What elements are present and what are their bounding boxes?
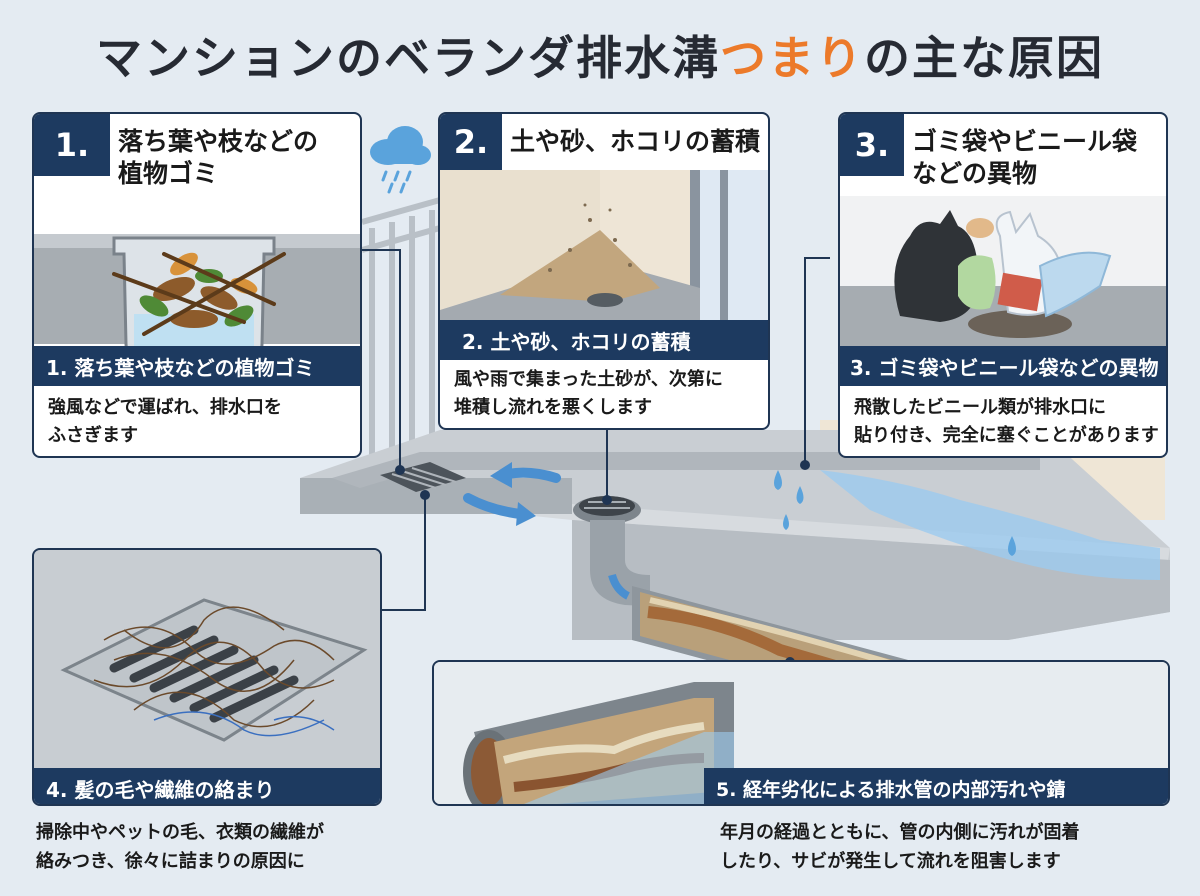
flow-arrow-icon [608,573,630,600]
dust-corner-illustration [440,170,768,320]
balcony-railing [361,197,441,470]
cause-number-2: 2. [440,114,502,170]
cause-number-1: 1. [34,114,110,176]
cause-label-4: 4. 髪の毛や繊維の絡まり [34,768,380,804]
cause-description-2: 風や雨で集まった土砂が、次第に 堆積し流れを悪くします [454,369,723,418]
flow-arrow-icon [463,493,525,519]
title-main-text: マンションのベランダ排水溝 [96,31,720,85]
page-title: マンションのベランダ排水溝つまりの主な原因 [0,22,1200,88]
cause-description-5: 年月の経過とともに、管の内側に汚れが固着 したり、サビが発生して流れを阻害します [720,822,1080,872]
flow-arrow-icon [503,467,561,483]
cause-card-5: 5. 経年劣化による排水管の内部汚れや錆 [432,660,1170,806]
hair-clogged-grate-illustration [34,550,380,768]
cause-description-4: 掃除中やペットの毛、衣類の繊維が 絡みつき、徐々に詰まりの原因に [36,822,324,872]
cause-heading-3: ゴミ袋やビニール袋 などの異物 [912,127,1138,188]
plastic-bag-illustration [840,196,1166,346]
cause-card-4: 4. 4. 髪の毛や繊維の絡まり [32,548,382,806]
cause-label-3: 3. ゴミ袋やビニール袋などの異物 [840,346,1166,386]
title-suffix-text: の主な原因 [864,31,1104,85]
gutter-channel [332,452,1040,488]
cause-card-2: 2. 土や砂、ホコリの蓄積 2. 土や砂、ホコリの蓄積 風や雨で集まった土砂が、… [438,112,770,430]
cause-number-3: 3. [840,114,904,176]
water-drops [774,470,1016,556]
leaf-debris-illustration [34,234,360,361]
cause-description-1: 強風などで運ばれ、排水口を ふさぎます [48,397,282,446]
cause-heading-2: 土や砂、ホコリの蓄積 [510,127,761,156]
cause-label-1: 1. 落ち葉や枝などの植物ゴミ [34,346,360,386]
cause-card-3: 3. ゴミ袋やビニール袋 などの異物 3. ゴミ袋やビニール袋などの異物 飛散し… [838,112,1168,458]
title-highlight-text: つまり [720,31,864,85]
cause-description-3: 飛散したビニール類が排水口に 貼り付き、完全に塞ぐことがあります [854,397,1159,446]
cause-heading-1: 落ち葉や枝などの 植物ゴミ [118,127,319,188]
cause-card-1: 1. 落ち葉や枝などの 植物ゴミ 1. 落ち葉や枝などの植物ゴミ 強風などで運ば… [32,112,362,458]
vertical-drain-pipe [590,520,650,606]
water-flow [820,470,1160,580]
cause-label-2: 2. 土や砂、ホコリの蓄積 [440,320,768,360]
cause-label-5: 5. 経年劣化による排水管の内部汚れや錆 [704,768,1168,804]
rain-cloud-icon [370,126,431,194]
